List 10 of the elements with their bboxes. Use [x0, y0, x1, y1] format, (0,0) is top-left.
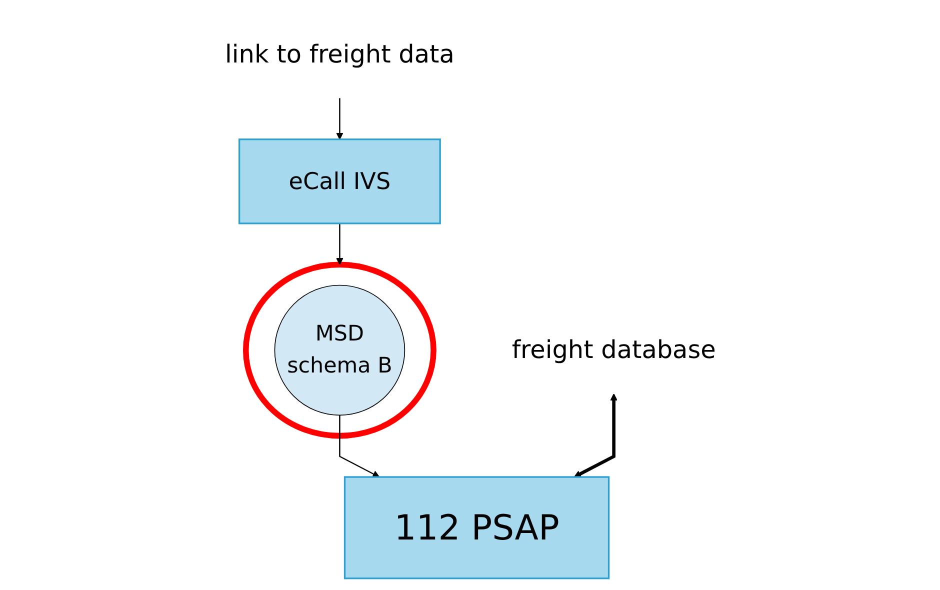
cluster — [242, 262, 436, 439]
arrow — [338, 415, 380, 478]
node-box: eCall IVS — [238, 138, 440, 224]
node-text: freight database — [511, 336, 716, 365]
arrow — [336, 223, 343, 265]
arrow — [573, 393, 617, 478]
node-circle: MSD schema B — [274, 284, 405, 416]
arrow — [336, 98, 343, 140]
node-text: link to freight data — [224, 40, 454, 70]
node-box: 112 PSAP — [343, 476, 610, 580]
